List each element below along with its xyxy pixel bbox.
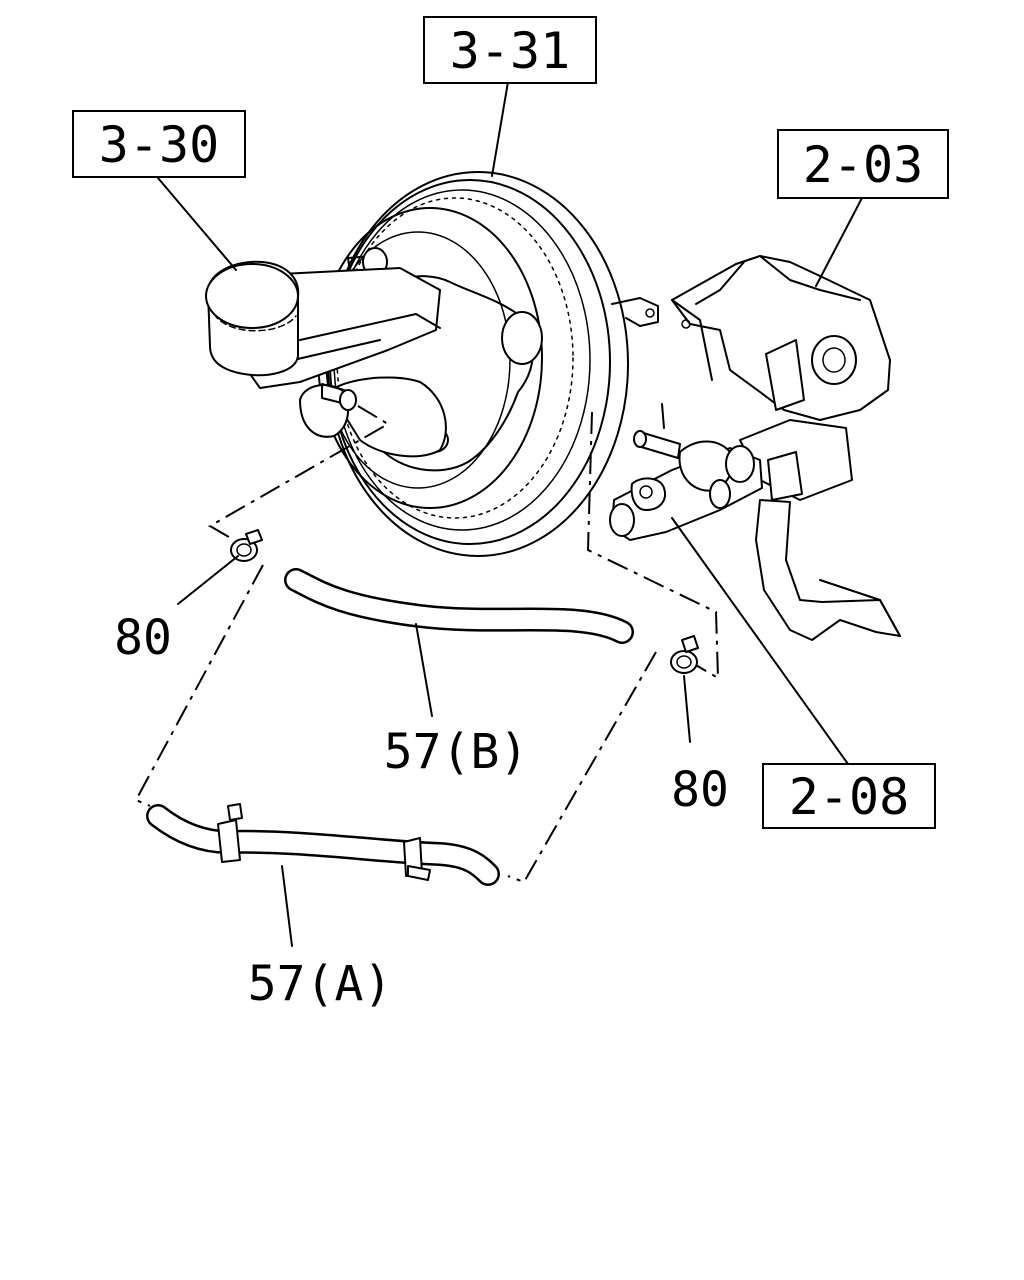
callout-3-30: 3-30: [72, 110, 246, 178]
hose-57a: [146, 803, 500, 886]
callout-2-08-label: 2-08: [789, 768, 909, 826]
part-80-left-label: 80: [114, 610, 172, 666]
callout-3-30-label: 3-30: [99, 116, 219, 174]
brake-booster: [317, 171, 659, 557]
callout-2-03: 2-03: [777, 129, 949, 199]
assembly-lines: [134, 405, 720, 884]
part-57a-label: 57(A): [248, 956, 393, 1012]
hose-clamp-right: [670, 635, 699, 674]
part-57b-label: 57(B): [384, 724, 529, 780]
part-80-right-label: 80: [671, 762, 729, 818]
leader-lines: [157, 81, 863, 947]
clutch-master-cylinder: [609, 403, 763, 541]
callout-3-31-label: 3-31: [450, 22, 570, 80]
callout-2-08: 2-08: [762, 763, 936, 829]
master-cylinder: [205, 260, 447, 458]
callout-2-03-label: 2-03: [803, 136, 923, 194]
hose-57b: [284, 568, 634, 644]
callout-3-31: 3-31: [423, 16, 597, 84]
pedal-bracket: [671, 255, 901, 641]
hose-clamp-left: [230, 529, 263, 562]
